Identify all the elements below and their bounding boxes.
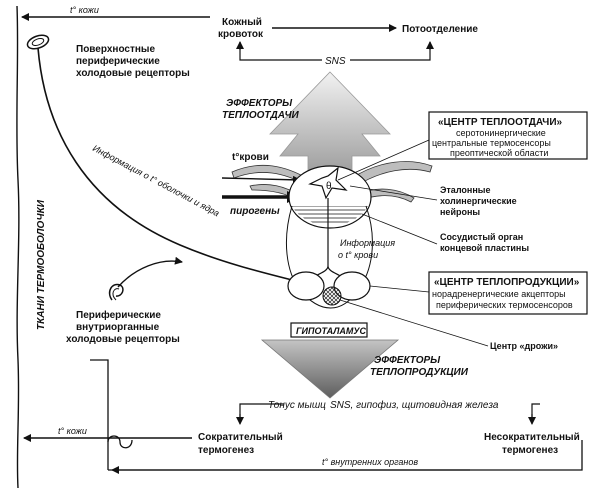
ref-neurons-leader (349, 185, 438, 201)
t-skin-top-label: t° кожи (70, 5, 99, 15)
tissues-shell-label: ТКАНИ ТЕРМООБОЛОЧКИ (36, 199, 47, 330)
surface-receptors-label-1: Поверхностные (76, 44, 155, 55)
lower-left-nucleus (287, 271, 325, 301)
t-skin-bottom-label: t° кожи (58, 426, 87, 436)
pyrogens-label: пирогены (230, 206, 280, 217)
heat-loss-effector-arrow (269, 71, 391, 179)
contractile-label-1: Сократительный (198, 432, 283, 443)
internal-receptor-feedback (90, 359, 109, 442)
heat-loss-center-line-1: серотонинергические (456, 128, 546, 138)
surface-receptors-label-3: холодовые рецепторы (76, 68, 190, 79)
skin-blood-flow-label-1: Кожный (222, 17, 262, 28)
sweating-label: Потоотделение (402, 24, 478, 35)
contractile-label-2: термогенез (198, 445, 254, 456)
feedback-loop-left (107, 435, 133, 470)
shiver-center-leader (339, 299, 489, 347)
receptor-icon-inner (108, 283, 124, 301)
heat-prod-effectors-label-2: ТЕПЛОПРОДУКЦИИ (370, 367, 469, 378)
shiver-center-label: Центр «дрожи» (490, 341, 558, 351)
sns-top-label: SNS (325, 56, 346, 67)
internal-receptors-label-1: Периферические (76, 309, 161, 321)
heat-loss-center-leader (337, 139, 430, 181)
sns-bottom-label: SNS, гипофиз, щитовидная железа (330, 399, 499, 411)
vascular-organ-label-1: Сосудистый орган (440, 232, 523, 242)
surface-receptors-label-2: периферические (76, 55, 160, 67)
blood-vessel-right (351, 161, 433, 187)
skin-border-line (16, 5, 20, 489)
heat-loss-effectors-label-2: ТЕПЛООТДАЧИ (222, 110, 300, 121)
ref-neurons-label-3: нейроны (440, 207, 480, 217)
heat-prod-center-leader (369, 285, 430, 293)
heat-prod-center-title: «ЦЕНТР ТЕПЛОПРОДУКЦИИ» (434, 277, 580, 288)
noncontractile-label-2: термогенез (502, 445, 558, 456)
info-shell-core-label: Информация о t° оболочки и ядра (91, 143, 221, 218)
vascular-organ-leader (361, 213, 438, 245)
inner-receptor-arrow (117, 256, 183, 288)
ref-neurons-label-2: холинергические (440, 196, 517, 206)
neuron-cell (308, 166, 348, 200)
internal-receptors-label-3: холодовые рецепторы (66, 334, 180, 345)
heat-loss-center-line-3: преоптической области (450, 148, 548, 158)
heat-loss-effectors-label-1: ЭФФЕКТОРЫ (226, 98, 293, 109)
hypothalamus-label: ГИПОТАЛАМУС (296, 326, 367, 336)
heat-prod-center-line-1: норадренергические акцепторы (432, 289, 566, 299)
heat-prod-effectors-label-1: ЭФФЕКТОРЫ (374, 355, 441, 366)
hypothalamus-box (290, 322, 368, 338)
heat-prod-center-box (428, 271, 588, 315)
upper-nucleus-hatch (292, 206, 368, 226)
info-blood-label-1: Информация (340, 238, 395, 248)
skin-blood-flow-label-2: кровоток (218, 29, 264, 40)
hypothalamus-outline (285, 205, 373, 309)
info-blood-label-2: о t° крови (338, 250, 378, 260)
theta-symbol: θ (326, 181, 332, 192)
heat-loss-center-title: «ЦЕНТР ТЕПЛООТДАЧИ» (438, 117, 563, 128)
heat-loss-center-box (428, 111, 588, 160)
heat-prod-center-line-2: периферических термосенсоров (436, 300, 573, 310)
blood-temp-label: t°крови (232, 152, 269, 163)
vascular-organ-label-2: концевой пластины (440, 243, 529, 253)
ref-neurons-label-1: Эталонные (440, 185, 490, 195)
noncontractile-label-1: Несократительный (484, 432, 580, 443)
t-internal-label: t° внутренних органов (322, 457, 418, 467)
info-shell-core-arrow (37, 47, 301, 285)
shiver-center-node (322, 286, 342, 306)
receptor-icon-top (26, 34, 50, 50)
heat-loss-center-line-2: центральные термосенсоры (432, 138, 551, 148)
heat-prod-effector-arrow (260, 339, 400, 399)
internal-receptors-label-2: внутриорганные (76, 322, 160, 333)
blood-temp-arrow (221, 175, 301, 184)
muscle-tone-label: Тонус мышц (268, 400, 326, 411)
